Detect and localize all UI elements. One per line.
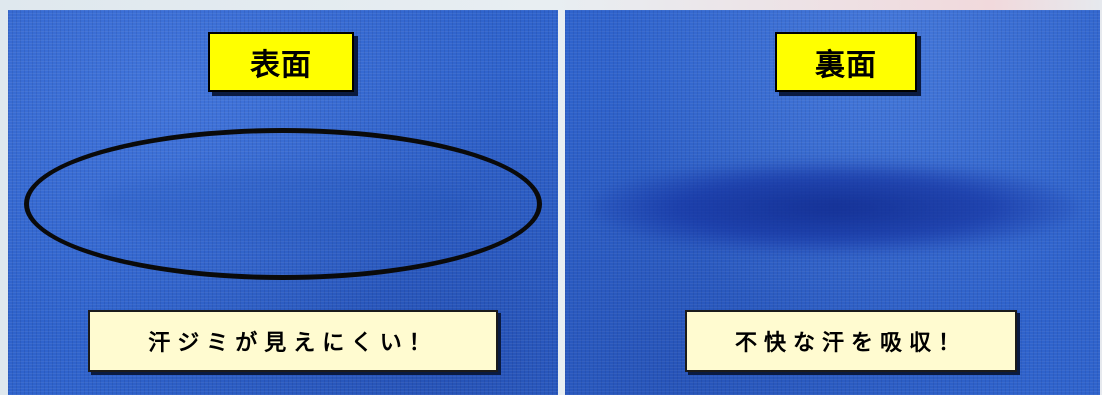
back-fabric-panel: 裏面 不快な汗を吸収！ [565,10,1100,395]
front-fabric-panel: 表面 汗ジミが見えにくい！ [8,10,558,395]
highlight-ellipse [24,128,542,280]
back-title: 裏面 [775,32,917,92]
back-caption: 不快な汗を吸収！ [685,310,1017,372]
sweat-stain [590,160,1080,255]
front-title: 表面 [208,32,354,92]
front-caption: 汗ジミが見えにくい！ [88,310,498,372]
